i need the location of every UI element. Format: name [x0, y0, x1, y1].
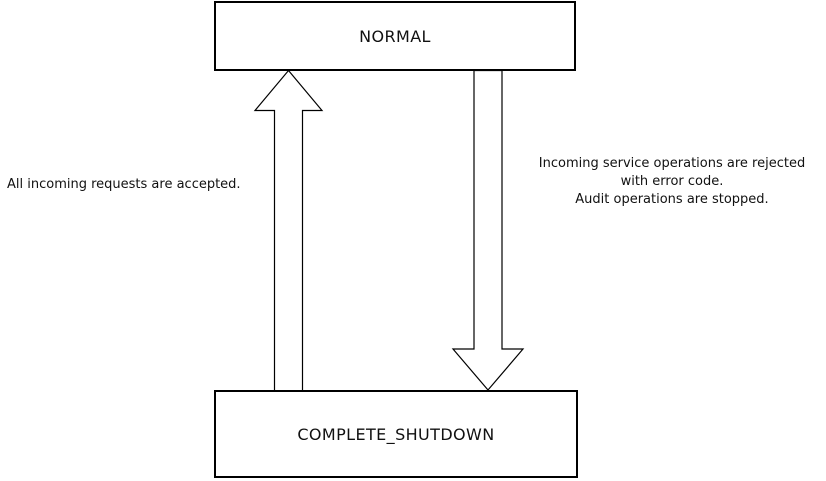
- down-transition-label: Incoming service operations are rejected…: [518, 155, 826, 209]
- node-normal: NORMAL: [214, 1, 576, 71]
- up-transition-label: All incoming requests are accepted.: [7, 177, 241, 192]
- node-complete-shutdown: COMPLETE_SHUTDOWN: [214, 390, 578, 478]
- down-transition-label-line-2: with error code.: [620, 174, 724, 189]
- down-transition-label-line-1: Incoming service operations are rejected: [538, 156, 806, 171]
- node-complete-shutdown-label: COMPLETE_SHUTDOWN: [297, 424, 495, 444]
- down-arrow: [451, 69, 525, 391]
- node-normal-label: NORMAL: [359, 26, 431, 46]
- up-arrow: [253, 69, 324, 392]
- down-transition-label-line-3: Audit operations are stopped.: [575, 192, 769, 207]
